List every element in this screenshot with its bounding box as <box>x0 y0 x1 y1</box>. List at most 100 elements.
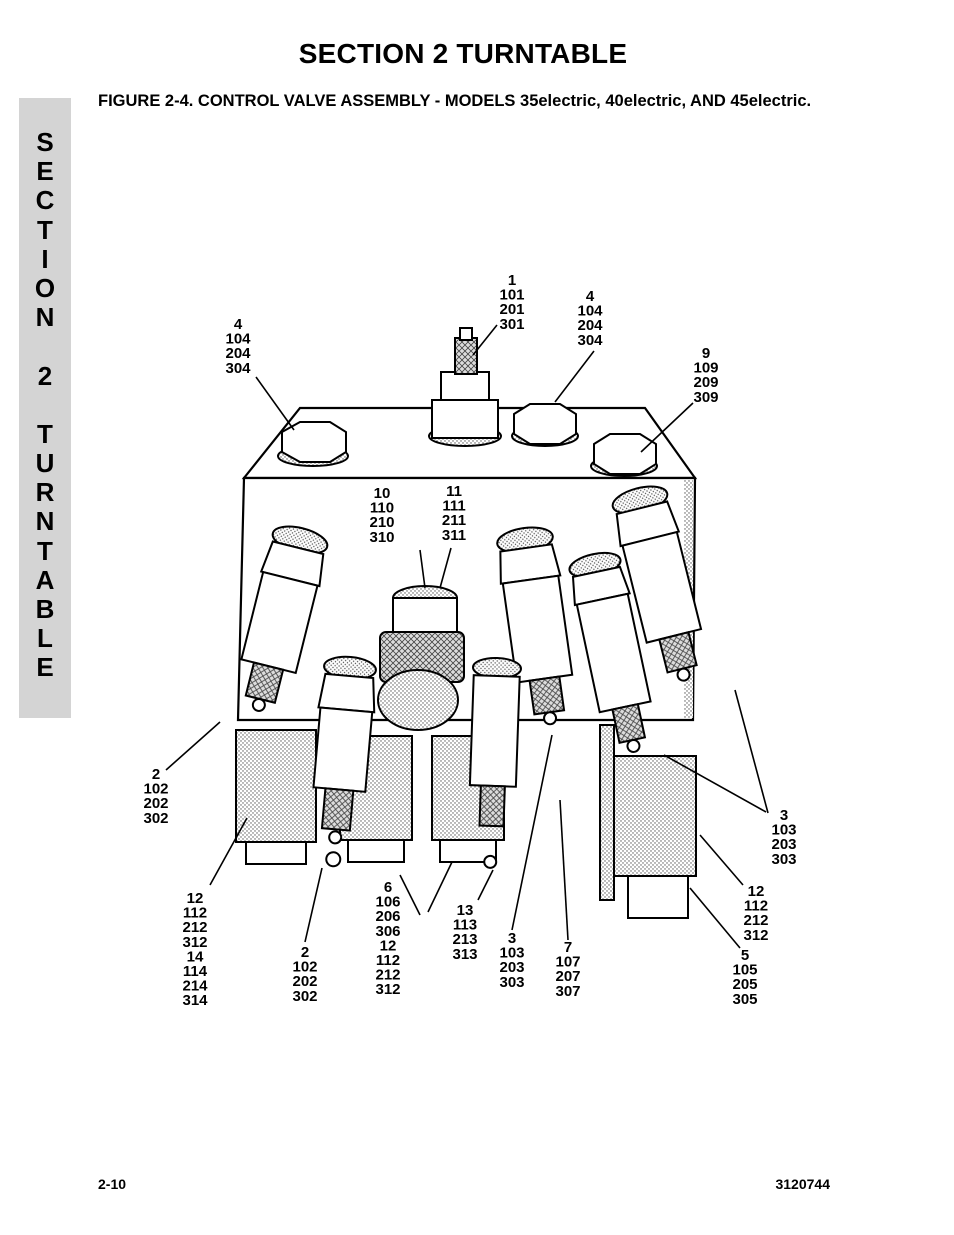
callout-number: 209 <box>693 374 718 391</box>
side-tab-letter: E <box>36 156 54 187</box>
callout-number: 12 <box>187 890 204 907</box>
side-tab-letter: L <box>37 623 53 654</box>
callout-number: 13 <box>457 902 474 919</box>
callout-number: 102 <box>143 781 168 798</box>
side-tab-letter: I <box>41 243 49 274</box>
side-tab-letter: N <box>35 506 55 537</box>
callout-number: 7 <box>564 939 572 956</box>
callout-number: 5 <box>741 947 749 964</box>
callout-number: 110 <box>370 500 394 517</box>
callout-number: 114 <box>183 963 208 980</box>
callout-number: 304 <box>577 332 603 349</box>
callout-number: 202 <box>292 973 317 990</box>
callout-number: 9 <box>702 345 710 362</box>
callout-number: 207 <box>555 968 580 985</box>
callout-number: 203 <box>771 836 796 853</box>
side-tab-letter: N <box>35 302 55 333</box>
callout-number: 210 <box>369 514 394 531</box>
callout-number: 101 <box>499 287 524 304</box>
callout-number: 104 <box>225 331 251 348</box>
callout-number: 212 <box>182 919 207 936</box>
callout-number: 311 <box>442 527 466 544</box>
callout-number: 212 <box>375 967 400 984</box>
callout-number: 113 <box>453 917 477 934</box>
callout-number: 105 <box>732 962 757 979</box>
callout-number: 104 <box>577 303 603 320</box>
callout-number: 10 <box>374 485 391 502</box>
callout-number: 211 <box>442 512 466 529</box>
callout-number: 313 <box>452 946 477 963</box>
callout-number: 205 <box>732 976 757 993</box>
callout-number: 307 <box>555 983 580 1000</box>
callout-number: 3 <box>508 930 516 947</box>
callout-number: 103 <box>771 822 796 839</box>
side-tab-letter: E <box>36 652 54 683</box>
callout-number: 12 <box>380 937 397 954</box>
front-cartridges <box>312 655 522 869</box>
callout-number: 202 <box>143 795 168 812</box>
section-title: SECTION 2 TURNTABLE <box>298 38 628 69</box>
callout-number: 302 <box>143 810 168 827</box>
callout-number: 206 <box>375 908 400 925</box>
side-tab-letter: C <box>35 185 55 216</box>
callout-number: 312 <box>182 934 207 951</box>
callout-number: 6 <box>384 879 392 896</box>
callout-number: 303 <box>499 974 524 991</box>
callout-number: 204 <box>225 345 251 362</box>
solenoid-coils <box>235 724 697 919</box>
top-caps <box>277 327 658 477</box>
side-tab-letter: S <box>36 127 54 157</box>
callout-number: 312 <box>743 927 768 944</box>
callout-number: 4 <box>234 316 243 333</box>
figure-caption: FIGURE 2-4. CONTROL VALVE ASSEMBLY - MOD… <box>98 92 812 110</box>
callout-number: 306 <box>375 923 400 940</box>
callout-number: 303 <box>771 851 796 868</box>
callout-number: 4 <box>586 288 595 305</box>
side-tab-letter: T <box>37 535 53 566</box>
callout-number: 112 <box>744 898 768 915</box>
callout-number: 302 <box>292 988 317 1005</box>
callout-number: 112 <box>376 952 400 969</box>
callout-number: 309 <box>693 389 718 406</box>
callout-number: 102 <box>292 959 317 976</box>
callout-number: 109 <box>693 360 718 377</box>
side-tab-letter: T <box>37 214 53 245</box>
callout-number: 312 <box>375 981 400 998</box>
callout-number: 212 <box>743 912 768 929</box>
callout-number: 214 <box>182 978 208 995</box>
leader-lines <box>165 324 769 949</box>
callout-number: 2 <box>301 944 309 961</box>
document-number: 3120744 <box>775 1176 830 1192</box>
callout-number: 201 <box>499 301 524 318</box>
callout-number: 213 <box>452 931 477 948</box>
callout-number: 111 <box>442 498 465 515</box>
callout-number: 112 <box>183 905 207 922</box>
callout-number: 1 <box>508 272 516 289</box>
side-tab-letter: R <box>35 477 55 508</box>
callout-number: 305 <box>732 991 757 1008</box>
cartridges <box>240 485 703 753</box>
callout-number: 304 <box>225 360 251 377</box>
callout-number: 107 <box>555 954 580 971</box>
callout-number: 204 <box>577 317 603 334</box>
callout-number: 14 <box>187 948 204 965</box>
side-tab-letter: 2 <box>37 360 53 391</box>
callout-number: 3 <box>780 807 788 824</box>
